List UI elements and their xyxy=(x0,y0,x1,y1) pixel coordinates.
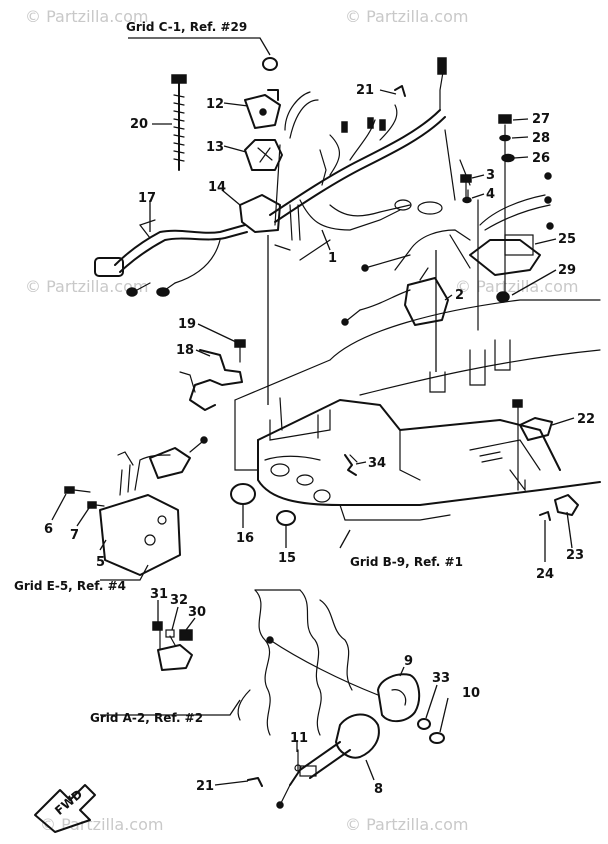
part-14-holder xyxy=(239,194,301,241)
part-10-nut xyxy=(429,732,445,744)
part-16-grommet xyxy=(230,483,256,505)
callout-21-lower: 21 xyxy=(196,779,214,794)
part-19-bolt xyxy=(234,339,246,363)
callout-26: 26 xyxy=(532,151,550,166)
callout-23: 23 xyxy=(566,548,584,563)
callout-3: 3 xyxy=(486,168,495,183)
callout-17: 17 xyxy=(138,191,156,206)
watermark: © Partzilla.com xyxy=(25,277,148,296)
callout-12: 12 xyxy=(206,97,224,112)
part-33-washer xyxy=(417,718,431,730)
bottom-cowling-outline xyxy=(234,299,601,521)
lower-unit-outline xyxy=(237,589,353,736)
watermark: © Partzilla.com xyxy=(455,277,578,296)
callout-15: 15 xyxy=(278,551,296,566)
ref-grid-e5: Grid E-5, Ref. #4 xyxy=(14,579,126,593)
part-5-rectifier xyxy=(99,436,208,576)
callout-6: 6 xyxy=(44,522,53,537)
callout-11: 11 xyxy=(290,731,308,746)
part-15-grommet xyxy=(276,489,331,526)
part-13-switch xyxy=(244,139,283,171)
callout-7: 7 xyxy=(70,528,79,543)
callout-14: 14 xyxy=(208,180,226,195)
part-20-bolt xyxy=(171,74,187,171)
callout-leaders xyxy=(51,89,575,786)
part-12-bracket xyxy=(244,89,281,129)
part-7-bolt xyxy=(87,501,105,509)
part-17-cable xyxy=(94,219,248,297)
callout-21-upper: 21 xyxy=(356,83,374,98)
part-8-tilt-unit xyxy=(276,713,380,809)
part-18-bracket xyxy=(179,349,243,411)
callout-18: 18 xyxy=(176,343,194,358)
part-21-clip-upper xyxy=(394,85,406,97)
callout-9: 9 xyxy=(404,654,413,669)
callout-34: 34 xyxy=(368,456,386,471)
callout-30: 30 xyxy=(188,605,206,620)
bolt-washer-stack xyxy=(467,114,515,331)
watermark: © Partzilla.com xyxy=(40,815,163,834)
callout-31: 31 xyxy=(150,587,168,602)
part-21-clip-lower xyxy=(247,777,263,787)
ref-grid-b9: Grid B-9, Ref. #1 xyxy=(350,555,463,569)
part-11-pin xyxy=(294,749,302,772)
callout-29: 29 xyxy=(558,263,576,278)
callout-10: 10 xyxy=(462,686,480,701)
watermark: © Partzilla.com xyxy=(345,7,468,26)
callout-20: 20 xyxy=(130,117,148,132)
callout-25: 25 xyxy=(558,232,576,247)
watermark: © Partzilla.com xyxy=(25,7,148,26)
callout-1: 1 xyxy=(328,251,337,266)
bolt-3 xyxy=(460,174,472,204)
starter-relay xyxy=(341,267,449,326)
part-6-bolt xyxy=(64,486,91,494)
callout-28: 28 xyxy=(532,131,550,146)
callout-13: 13 xyxy=(206,140,224,155)
callout-19: 19 xyxy=(178,317,196,332)
callout-2: 2 xyxy=(455,288,464,303)
part-34-clip xyxy=(344,454,358,476)
ref-grid-a2: Grid A-2, Ref. #2 xyxy=(90,711,203,725)
part-24-clip xyxy=(539,511,551,521)
part-30-switch xyxy=(152,621,193,671)
wire-harness xyxy=(269,57,471,261)
callout-8: 8 xyxy=(374,782,383,797)
part-9-motor xyxy=(266,636,421,723)
relay-assembly xyxy=(361,172,554,276)
callout-5: 5 xyxy=(96,555,105,570)
callout-27: 27 xyxy=(532,112,550,127)
fwd-arrow-icon xyxy=(34,784,96,833)
callout-4: 4 xyxy=(486,187,495,202)
callout-33: 33 xyxy=(432,671,450,686)
part-29-cap xyxy=(262,57,278,71)
watermark: © Partzilla.com xyxy=(345,815,468,834)
callout-16: 16 xyxy=(236,531,254,546)
callout-24: 24 xyxy=(536,567,554,582)
part-23-bracket xyxy=(554,494,579,516)
part-22-bracket xyxy=(509,399,553,492)
ref-grid-c1: Grid C-1, Ref. #29 xyxy=(126,20,247,34)
callout-32: 32 xyxy=(170,593,188,608)
callout-22: 22 xyxy=(577,412,595,427)
